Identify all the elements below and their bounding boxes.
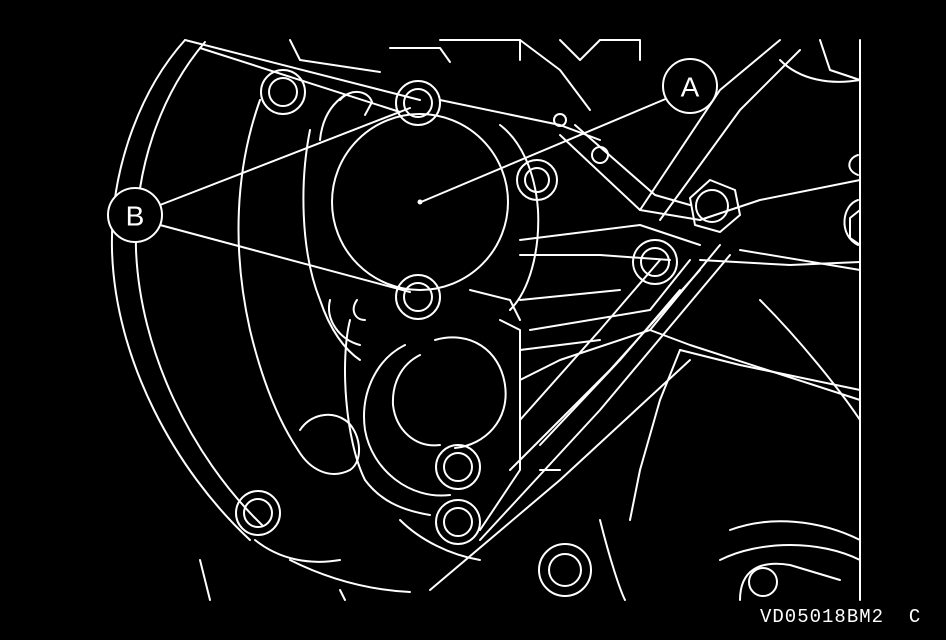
bolt-lower-left: [235, 490, 281, 536]
callout-b: B: [107, 187, 163, 243]
small-fitting-top: [553, 113, 609, 164]
right-fittings: [739, 154, 861, 601]
bolt-lower-2: [435, 499, 481, 545]
bolt-b-upper: [395, 80, 441, 126]
callout-a: A: [662, 58, 718, 114]
bolt-bracket: [632, 239, 678, 285]
small-recess: [339, 91, 373, 321]
callout-b-label: B: [126, 201, 145, 232]
left-cover-outline: [110, 39, 421, 541]
lower-left-case: [199, 413, 626, 601]
cover-flange: [302, 94, 540, 361]
mounting-bracket: [429, 124, 731, 591]
lower-housing: [344, 319, 521, 531]
bolt-right-cover: [516, 159, 558, 201]
bolt-frame-nut: [689, 179, 741, 233]
bolt-lower-1: [435, 444, 481, 490]
bolt-b-lower: [395, 274, 441, 320]
callout-a-label: A: [681, 72, 700, 103]
frame-tube: [629, 39, 861, 601]
bolt-top-left: [260, 69, 306, 115]
bolt-bottom: [538, 543, 592, 597]
figure-reference-code: VD05018BM2 C: [760, 606, 922, 628]
leader-lines: [159, 94, 676, 293]
